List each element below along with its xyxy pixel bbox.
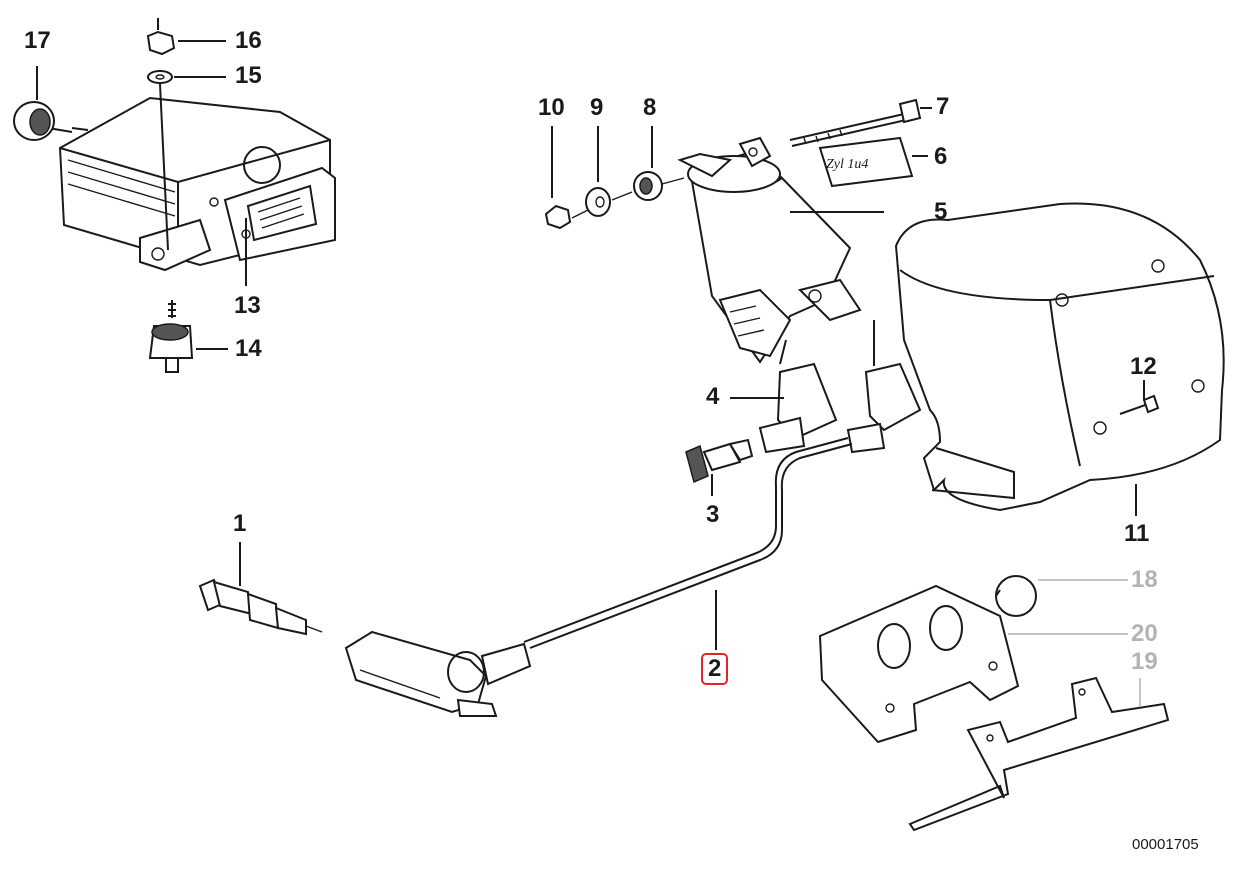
- callout-15[interactable]: 15: [235, 62, 262, 89]
- callout-4[interactable]: 4: [706, 383, 720, 410]
- label-tag-text: Zyl 1u4: [826, 157, 868, 172]
- callout-9[interactable]: 9: [590, 94, 604, 121]
- callout-11[interactable]: 11: [1124, 520, 1150, 547]
- cap-part-17[interactable]: [13, 66, 55, 141]
- callout-1[interactable]: 1: [233, 510, 247, 537]
- nut-part-16[interactable]: [146, 18, 226, 56]
- diagram-id-label: 00001705: [1132, 836, 1199, 853]
- callout-2-selected[interactable]: 2: [701, 653, 729, 685]
- ignition-lead-part-2[interactable]: [344, 437, 853, 717]
- washer-part-15[interactable]: [147, 70, 226, 84]
- callout-18[interactable]: 18: [1131, 566, 1158, 593]
- callout-17[interactable]: 17: [24, 27, 51, 54]
- bracket-plate-part-20[interactable]: [818, 584, 1128, 744]
- callout-20[interactable]: 20: [1131, 620, 1158, 647]
- callout-10[interactable]: 10: [538, 94, 565, 121]
- rubber-mount-part-14[interactable]: [148, 300, 228, 373]
- cover-part-11[interactable]: [894, 202, 1225, 516]
- callout-12[interactable]: 12: [1130, 353, 1157, 380]
- grommet-part-8[interactable]: [633, 126, 685, 201]
- callout-6[interactable]: 6: [934, 143, 948, 170]
- bolt-part-7[interactable]: [738, 98, 932, 168]
- spark-plug-part-1[interactable]: [198, 542, 323, 636]
- label-tag-part-6[interactable]: Zyl 1u4: [818, 136, 928, 188]
- callout-13[interactable]: 13: [234, 292, 261, 319]
- plug-connector-part-4[interactable]: [730, 320, 922, 454]
- callout-7[interactable]: 7: [936, 93, 950, 120]
- bracket-part-19[interactable]: [908, 676, 1170, 832]
- terminal-part-3[interactable]: [685, 438, 754, 496]
- screw-part-12[interactable]: [1119, 380, 1160, 415]
- callout-16[interactable]: 16: [235, 27, 262, 54]
- callout-14[interactable]: 14: [235, 335, 262, 362]
- callout-3[interactable]: 3: [706, 501, 720, 528]
- washer-part-9[interactable]: [585, 126, 633, 217]
- callout-19[interactable]: 19: [1131, 648, 1158, 675]
- control-unit-part-13[interactable]: [47, 96, 336, 272]
- nut-part-10[interactable]: [544, 126, 589, 230]
- callout-5[interactable]: 5: [934, 198, 948, 225]
- bolt-through-13: [159, 83, 169, 251]
- cap-part-18[interactable]: [995, 575, 1128, 617]
- callout-8[interactable]: 8: [643, 94, 657, 121]
